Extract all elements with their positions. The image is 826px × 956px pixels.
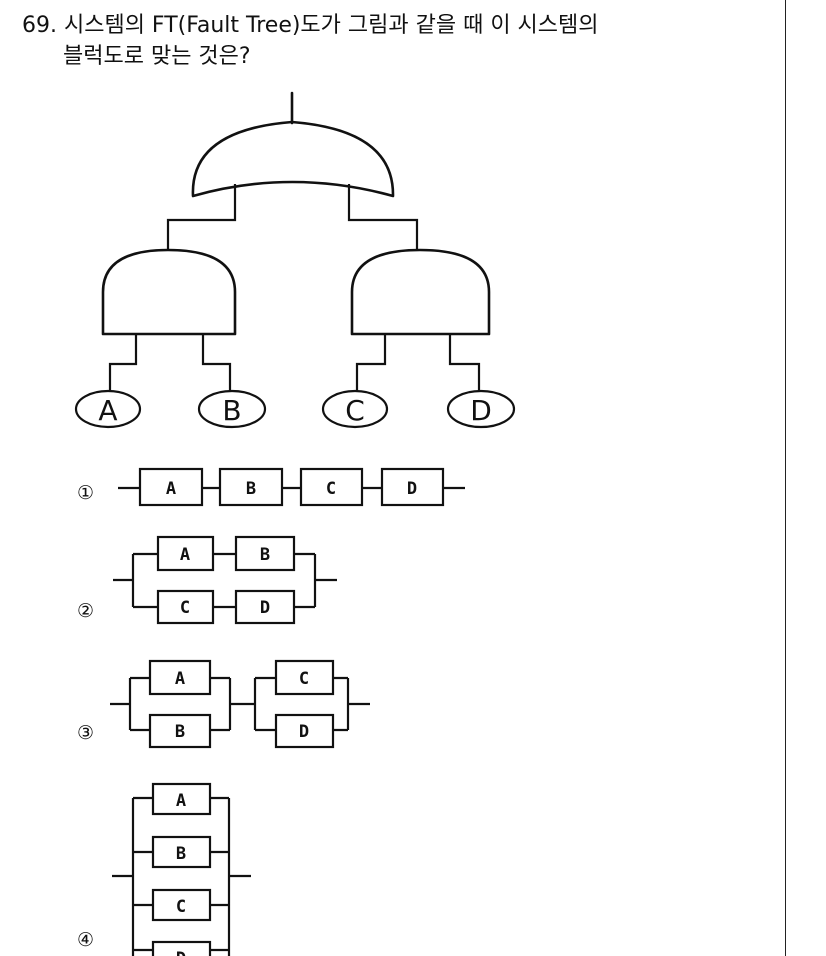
option-2-label-a: A: [180, 545, 190, 565]
option-1-marker[interactable]: ①: [77, 482, 95, 504]
option-4-label-a: A: [176, 791, 186, 811]
or-gate: [191, 120, 395, 198]
option-4-label-c: C: [176, 897, 186, 917]
option-4-box-d: [151, 940, 212, 956]
and-gate-left: [101, 248, 237, 336]
event-label-b: B: [222, 394, 241, 427]
option-1-box-b: [218, 467, 284, 507]
event-label-d: D: [470, 394, 492, 427]
option-4-label-d: D: [176, 949, 186, 956]
wire-to-d: [448, 334, 481, 392]
wire-to-a: [108, 334, 138, 392]
option-2-label-d: D: [260, 598, 270, 618]
option-4-marker[interactable]: ④: [77, 929, 95, 951]
option-3-label-d: D: [299, 722, 309, 742]
wire-or-right: [347, 184, 419, 250]
option-2-marker[interactable]: ②: [77, 600, 95, 622]
option-1-box-a: [138, 467, 204, 507]
option-4-wires: [112, 796, 251, 956]
option-3-wires: [110, 676, 370, 732]
option-3-box-c: [274, 659, 335, 696]
option-2-label-b: B: [260, 545, 270, 565]
option-1-label-c: C: [326, 479, 336, 499]
option-1-label-a: A: [166, 479, 176, 499]
option-1-box-c: [299, 467, 364, 507]
option-2-box-a: [156, 535, 215, 572]
option-3-marker[interactable]: ③: [77, 722, 95, 744]
option-3-box-b: [148, 713, 212, 749]
event-label-c: C: [345, 394, 365, 427]
wire-to-c: [355, 334, 387, 392]
option-1-box-d: [380, 467, 445, 507]
option-1-label-d: D: [407, 479, 417, 499]
question-text-line2: 블럭도로 맞는 것은?: [63, 44, 251, 69]
event-circle-d: [446, 389, 516, 429]
option-3-label-b: B: [175, 722, 185, 742]
option-3-label-c: C: [299, 669, 309, 689]
option-2-box-b: [234, 535, 296, 572]
option-2-box-d: [234, 589, 296, 625]
option-2-block-diagram: A B C D: [113, 535, 337, 625]
option-3-label-a: A: [175, 669, 185, 689]
option-4-label-b: B: [176, 844, 186, 864]
fault-tree-diagram: A B C D: [74, 91, 516, 429]
event-label-a: A: [98, 394, 117, 427]
option-4-box-b: [151, 835, 212, 869]
question-text-line1: 69. 시스템의 FT(Fault Tree)도가 그림과 같을 때 이 시스템…: [22, 13, 599, 38]
option-3-box-a: [148, 659, 212, 696]
event-circle-c: [321, 389, 389, 429]
option-2-label-c: C: [180, 598, 190, 618]
option-3-box-d: [274, 713, 335, 749]
event-circle-b: [197, 389, 267, 429]
wire-to-b: [201, 334, 232, 392]
option-1-label-b: B: [246, 479, 256, 499]
option-1-block-diagram: A B C D: [118, 467, 465, 507]
page-divider: [785, 0, 786, 956]
option-2-wires: [113, 552, 337, 609]
option-3-block-diagram: A B C D: [110, 659, 370, 749]
and-gate-right: [350, 248, 491, 336]
event-circle-a: [74, 389, 142, 429]
option-4-box-c: [151, 888, 212, 922]
option-4-box-a: [151, 782, 212, 816]
option-4-block-diagram: A B C D: [112, 782, 251, 956]
wire-or-left: [166, 184, 237, 250]
option-2-box-c: [156, 589, 215, 625]
